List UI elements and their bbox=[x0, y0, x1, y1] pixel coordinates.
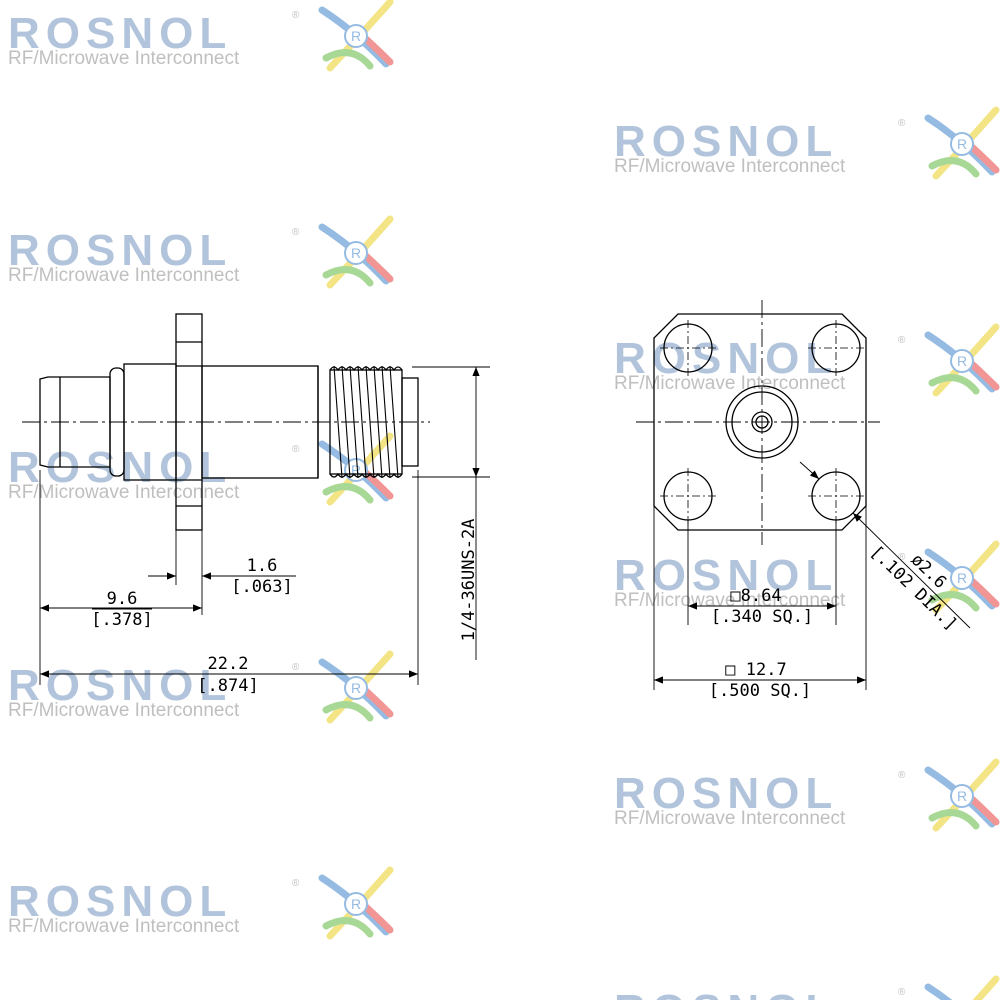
watermark-registered: ® bbox=[292, 10, 300, 21]
rosnol-star-logo-icon: R bbox=[924, 540, 1000, 614]
watermark-block: ROSNOL ® RF/Microwave Interconnect R bbox=[8, 215, 394, 289]
watermark-registered: ® bbox=[292, 227, 300, 238]
watermark-registered: ® bbox=[292, 662, 300, 673]
watermark-registered: ® bbox=[898, 770, 906, 781]
center-pin-outer bbox=[751, 411, 773, 433]
watermark-registered: ® bbox=[898, 335, 906, 346]
svg-text:R: R bbox=[351, 896, 361, 912]
watermark-block: ROSNOL ® RF/Microwave Interconnect R bbox=[8, 866, 394, 940]
thread-bottom-crest bbox=[329, 472, 403, 478]
label-flange-size: □ 12.7 bbox=[725, 660, 786, 680]
svg-text:R: R bbox=[351, 462, 361, 478]
label-flange-in: [.063] bbox=[231, 577, 292, 597]
rosnol-star-logo-icon: R bbox=[318, 650, 394, 724]
watermark-brand: ROSNOL bbox=[8, 661, 232, 710]
watermark-tagline: RF/Microwave Interconnect bbox=[614, 156, 846, 177]
center-outer-ring bbox=[725, 385, 799, 459]
watermark-tagline: RF/Microwave Interconnect bbox=[8, 482, 240, 503]
watermark-tagline: RF/Microwave Interconnect bbox=[8, 265, 240, 286]
flange-outline bbox=[653, 313, 867, 531]
svg-text:R: R bbox=[351, 28, 361, 44]
hole-center-marks bbox=[660, 320, 864, 524]
rosnol-star-logo-icon: R bbox=[924, 106, 1000, 180]
front-view bbox=[636, 300, 971, 690]
center-inner-ring bbox=[731, 391, 793, 453]
watermark-block: ROSNOL ® RF/Microwave Interconnect R bbox=[614, 758, 1000, 832]
watermark-block: ROSNOL ® RF/Microwave Interconnect R bbox=[8, 650, 394, 724]
watermark-brand: ROSNOL bbox=[8, 226, 232, 275]
watermark-tagline: RF/Microwave Interconnect bbox=[8, 700, 240, 721]
watermark-tagline: RF/Microwave Interconnect bbox=[8, 48, 240, 69]
label-body-in: [.378] bbox=[91, 610, 152, 630]
watermark-registered: ® bbox=[898, 987, 906, 998]
label-flange-mm: 1.6 bbox=[247, 556, 278, 576]
svg-text:R: R bbox=[351, 680, 361, 696]
watermark-tagline: RF/Microwave Interconnect bbox=[614, 373, 846, 394]
watermark-tagline: RF/Microwave Interconnect bbox=[614, 808, 846, 829]
watermark-registered: ® bbox=[898, 552, 906, 563]
watermark-block: ROSNOL ® RF/Microwave Interconnect R bbox=[8, 0, 394, 72]
watermark-brand: ROSNOL bbox=[8, 877, 232, 926]
front-face bbox=[401, 377, 419, 467]
label-hole-spacing-in: [.340 SQ.] bbox=[711, 607, 813, 627]
svg-text:R: R bbox=[351, 245, 361, 261]
rosnol-star-logo-icon: R bbox=[318, 215, 394, 289]
watermark-block: ROSNOL ® RF/Microwave Interconnect R bbox=[8, 432, 394, 506]
watermark-tagline: RF/Microwave Interconnect bbox=[8, 916, 240, 937]
thread-lines bbox=[333, 365, 399, 479]
svg-text:R: R bbox=[957, 136, 967, 152]
watermark-brand: ROSNOL bbox=[8, 443, 232, 492]
label-flange-size-in: [.500 SQ.] bbox=[709, 681, 811, 701]
rosnol-star-logo-icon: R bbox=[924, 323, 1000, 397]
watermark-brand: ROSNOL bbox=[8, 9, 232, 58]
center-pin-inner bbox=[755, 415, 769, 429]
watermark-registered: ® bbox=[898, 118, 906, 129]
label-body-mm: 9.6 bbox=[107, 589, 138, 609]
rosnol-star-logo-icon: R bbox=[924, 758, 1000, 832]
watermark-brand: ROSNOL bbox=[614, 551, 838, 600]
watermark-block: ROSNOL ® RF/Microwave Interconnect R bbox=[614, 323, 1000, 397]
rosnol-star-logo-icon: R bbox=[318, 866, 394, 940]
watermark-brand: ROSNOL bbox=[614, 117, 838, 166]
label-hole-dia-in: [.102 DIA.] bbox=[866, 542, 961, 635]
watermark-brand: ROSNOL bbox=[614, 986, 838, 1000]
side-view-labels: 1.6 [.063] 9.6 [.378] 22.2 [.874] 1/4-36… bbox=[91, 519, 479, 696]
watermark-registered: ® bbox=[292, 878, 300, 889]
svg-text:R: R bbox=[957, 353, 967, 369]
watermark-layer: ROSNOL®RF/Microwave InterconnectRROSNOL®… bbox=[8, 0, 1000, 1000]
label-overall-mm: 22.2 bbox=[208, 654, 249, 674]
watermark-registered: ® bbox=[292, 444, 300, 455]
watermark-brand: ROSNOL bbox=[614, 769, 838, 818]
side-view bbox=[22, 313, 490, 685]
label-hole-spacing: □8.64 bbox=[730, 586, 781, 606]
watermark-brand: ROSNOL bbox=[614, 334, 838, 383]
dim-hole-dia-leader-out bbox=[852, 512, 971, 629]
label-thread-spec: 1/4-36UNS-2A bbox=[459, 519, 479, 642]
svg-text:R: R bbox=[957, 570, 967, 586]
rosnol-star-logo-icon: R bbox=[318, 0, 394, 72]
rosnol-star-logo-icon: R bbox=[924, 975, 1000, 1000]
label-overall-in: [.874] bbox=[197, 676, 258, 696]
watermark-block: ROSNOL ® RF/Microwave Interconnect R bbox=[614, 106, 1000, 180]
thread-top-crest bbox=[329, 366, 403, 372]
svg-text:R: R bbox=[957, 788, 967, 804]
dim-hole-dia-leader-in bbox=[799, 461, 820, 480]
